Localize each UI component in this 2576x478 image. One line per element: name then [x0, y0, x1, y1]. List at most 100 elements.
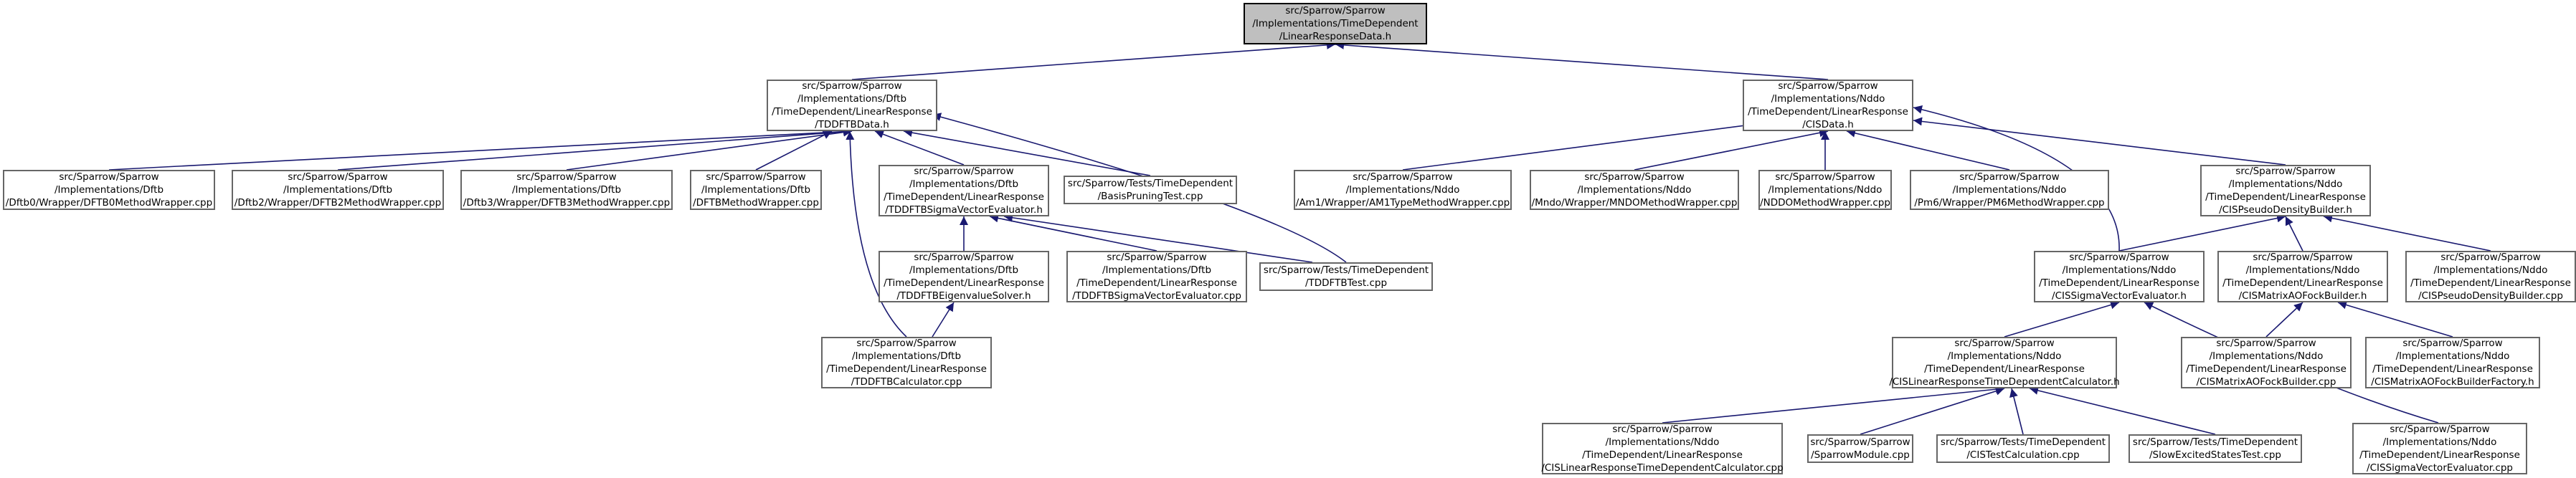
node-cis-matrix-ao-fock-builder-cpp[interactable]: src/Sparrow/Sparrow/Implementations/Nddo… — [2181, 337, 2352, 388]
node-dftb0-method-wrapper-cpp[interactable]: src/Sparrow/Sparrow/Implementations/Dftb… — [3, 170, 215, 210]
node-label-line: /CISMatrixAOFockBuilderFactory.h — [2371, 376, 2534, 388]
include-edge — [566, 128, 853, 171]
node-label-line: src/Sparrow/Sparrow — [2069, 252, 2169, 263]
node-linear-response-data-h: src/Sparrow/Sparrow/Implementations/Time… — [1244, 3, 1427, 44]
node-label-line: /TimeDependent/LinearResponse — [2222, 277, 2383, 289]
node-label-line: /TDDFTBSigmaVectorEvaluator.cpp — [1072, 290, 1241, 302]
include-edge — [2323, 214, 2491, 252]
node-label-line: /LinearResponseData.h — [1279, 31, 1392, 42]
node-dftb3-method-wrapper-cpp[interactable]: src/Sparrow/Sparrow/Implementations/Dftb… — [460, 170, 673, 210]
include-edge — [2285, 216, 2303, 252]
node-label-line: src/Sparrow/Sparrow — [59, 171, 159, 183]
include-edge — [932, 302, 955, 338]
node-pm6-method-wrapper-cpp[interactable]: src/Sparrow/Sparrow/Implementations/Nddo… — [1910, 170, 2109, 210]
node-cis-pseudo-density-builder-cpp[interactable]: src/Sparrow/Sparrow/Implementations/Nddo… — [2405, 251, 2576, 302]
node-label-line: /Implementations/Dftb — [701, 184, 811, 196]
node-label-line: /CISData.h — [1802, 119, 1854, 130]
node-label-line: /Implementations/Dftb — [511, 184, 622, 196]
node-tddftb-data-h[interactable]: src/Sparrow/Sparrow/Implementations/Dftb… — [767, 80, 937, 131]
node-label-line: /TimeDependent/LinearResponse — [2039, 277, 2199, 289]
node-label-line: /Implementations/Dftb — [1102, 264, 1212, 276]
include-edge — [108, 127, 853, 171]
node-label-line: /Implementations/Nddo — [1771, 93, 1885, 105]
node-label-line: /TimeDependent/LinearResponse — [1582, 449, 1743, 461]
node-cis-matrix-ao-fock-builder-h[interactable]: src/Sparrow/Sparrow/Implementations/Nddo… — [2217, 251, 2388, 302]
include-edge — [1913, 117, 2286, 166]
node-cis-pseudo-density-builder-h[interactable]: src/Sparrow/Sparrow/Implementations/Nddo… — [2200, 165, 2371, 216]
node-label-line: /CISPseudoDensityBuilder.h — [2219, 204, 2352, 216]
node-label-line: src/Sparrow/Sparrow — [2216, 338, 2316, 349]
node-label-line: /Dftb2/Wrapper/DFTB2MethodWrapper.cpp — [234, 197, 442, 209]
node-slow-excited-states-test-cpp[interactable]: src/Sparrow/Tests/TimeDependent/SlowExci… — [2128, 434, 2302, 463]
include-edge — [1335, 40, 1829, 80]
node-cis-matrix-ao-fock-builder-factory-h[interactable]: src/Sparrow/Sparrow/Implementations/Nddo… — [2365, 337, 2540, 388]
node-label-line: src/Sparrow/Sparrow — [1775, 171, 1875, 183]
node-label-line: /Implementations/Nddo — [1345, 184, 1460, 196]
node-sparrow-module-cpp[interactable]: src/Sparrow/Sparrow/SparrowModule.cpp — [1807, 434, 1913, 463]
node-label-line: src/Sparrow/Sparrow — [1107, 252, 1207, 263]
node-nddo-method-wrapper-cpp[interactable]: src/Sparrow/Sparrow/Implementations/Nddo… — [1758, 170, 1892, 210]
node-label-line: /BasisPruningTest.cpp — [1097, 191, 1203, 202]
node-cis-linear-response-time-dependent-calculator-h[interactable]: src/Sparrow/Sparrow/Implementations/Nddo… — [1889, 337, 2120, 388]
node-label-line: src/Sparrow/Sparrow — [1959, 171, 2060, 183]
node-label-line: src/Sparrow/Tests/TimeDependent — [2132, 436, 2298, 448]
node-label-line: /NDDOMethodWrapper.cpp — [1760, 197, 1890, 209]
node-label-line: /CISLinearResponseTimeDependentCalculato… — [1889, 376, 2120, 388]
node-label-line: /TDDFTBEigenvalueSolver.h — [896, 290, 1031, 302]
node-label-line: src/Sparrow/Sparrow — [706, 171, 806, 183]
node-cis-linear-response-time-dependent-calculator-cpp[interactable]: src/Sparrow/Sparrow/Implementations/Nddo… — [1541, 423, 1784, 474]
node-label-line: /CISPseudoDensityBuilder.cpp — [2418, 290, 2563, 302]
include-edge — [874, 130, 965, 166]
node-label-line: src/Sparrow/Sparrow — [1612, 424, 1713, 435]
node-cis-sigma-vector-evaluator-cpp[interactable]: src/Sparrow/Sparrow/Implementations/Nddo… — [2352, 423, 2527, 474]
node-label-line: /TimeDependent/LinearResponse — [884, 277, 1044, 289]
node-mndo-method-wrapper-cpp[interactable]: src/Sparrow/Sparrow/Implementations/Nddo… — [1530, 170, 1739, 210]
node-label-line: /Implementations/Nddo — [2062, 264, 2177, 276]
include-edge — [903, 128, 1151, 176]
node-label-line: /Implementations/Dftb — [54, 184, 164, 196]
node-label-line: src/Sparrow/Sparrow — [516, 171, 617, 183]
node-label-line: /Implementations/Nddo — [2228, 178, 2343, 190]
node-label-line: /Implementations/Nddo — [2433, 264, 2548, 276]
node-label-line: /TDDFTBSigmaVectorEvaluator.h — [885, 204, 1043, 216]
include-edge — [2118, 214, 2286, 252]
node-dftb2-method-wrapper-cpp[interactable]: src/Sparrow/Sparrow/Implementations/Dftb… — [232, 170, 444, 210]
node-label-line: /TimeDependent/LinearResponse — [2359, 449, 2520, 461]
node-label-line: /Pm6/Wrapper/PM6MethodWrapper.cpp — [1914, 197, 2105, 209]
node-label-line: src/Sparrow/Sparrow — [802, 80, 902, 92]
node-label-line: /Implementations/Nddo — [1605, 436, 1720, 448]
node-label-line: src/Sparrow/Sparrow — [1810, 436, 1910, 448]
node-label-line: /TimeDependent/LinearResponse — [884, 191, 1044, 203]
node-label-line: /TimeDependent/LinearResponse — [772, 106, 932, 118]
node-cis-data-h[interactable]: src/Sparrow/Sparrow/Implementations/Nddo… — [1743, 80, 1913, 131]
include-edge — [1913, 105, 2120, 252]
include-edge — [846, 130, 907, 338]
node-cis-test-calculation-cpp[interactable]: src/Sparrow/Tests/TimeDependent/CISTestC… — [1936, 434, 2110, 463]
node-label-line: src/Sparrow/Sparrow — [856, 338, 957, 349]
node-label-line: /SparrowModule.cpp — [1811, 449, 1910, 461]
node-label-line: /SlowExcitedStatesTest.cpp — [2149, 449, 2281, 461]
node-label-line: /Implementations/Nddo — [1768, 184, 1883, 196]
node-label-line: /Implementations/Dftb — [909, 178, 1019, 190]
node-label-line: /Implementations/Nddo — [1947, 350, 2062, 362]
node-label-line: /TimeDependent/LinearResponse — [1748, 106, 1908, 118]
node-tddftb-eigenvalue-solver-h[interactable]: src/Sparrow/Sparrow/Implementations/Dftb… — [879, 251, 1049, 302]
node-label-line: /Implementations/Nddo — [1577, 184, 1692, 196]
node-label-line: /TimeDependent/LinearResponse — [2205, 191, 2366, 203]
node-dftb-method-wrapper-cpp[interactable]: src/Sparrow/Sparrow/Implementations/Dftb… — [690, 170, 822, 210]
node-basis-pruning-test-cpp[interactable]: src/Sparrow/Tests/TimeDependent/BasisPru… — [1064, 176, 1237, 204]
node-tddftb-test-cpp[interactable]: src/Sparrow/Tests/TimeDependent/TDDFTBTe… — [1259, 262, 1433, 291]
node-label-line: /Implementations/Dftb — [851, 350, 962, 362]
node-tddftb-sigma-vector-evaluator-cpp[interactable]: src/Sparrow/Sparrow/Implementations/Dftb… — [1066, 251, 1247, 302]
node-label-line: src/Sparrow/Tests/TimeDependent — [1067, 178, 1233, 189]
node-label-line: src/Sparrow/Tests/TimeDependent — [1263, 264, 1429, 276]
node-cis-sigma-vector-evaluator-h[interactable]: src/Sparrow/Sparrow/Implementations/Nddo… — [2034, 251, 2205, 302]
include-edge — [989, 214, 1157, 252]
node-label-line: src/Sparrow/Sparrow — [2235, 166, 2336, 177]
node-label-line: /CISSigmaVectorEvaluator.cpp — [2367, 462, 2513, 474]
node-am1-type-method-wrapper-cpp[interactable]: src/Sparrow/Sparrow/Implementations/Nddo… — [1294, 170, 1512, 210]
node-label-line: /Implementations/Nddo — [2382, 436, 2497, 448]
node-tddftb-calculator-cpp[interactable]: src/Sparrow/Sparrow/Implementations/Dftb… — [821, 337, 992, 388]
include-edge — [2029, 386, 2216, 435]
node-tddftb-sigma-vector-evaluator-h[interactable]: src/Sparrow/Sparrow/Implementations/Dftb… — [879, 165, 1049, 216]
